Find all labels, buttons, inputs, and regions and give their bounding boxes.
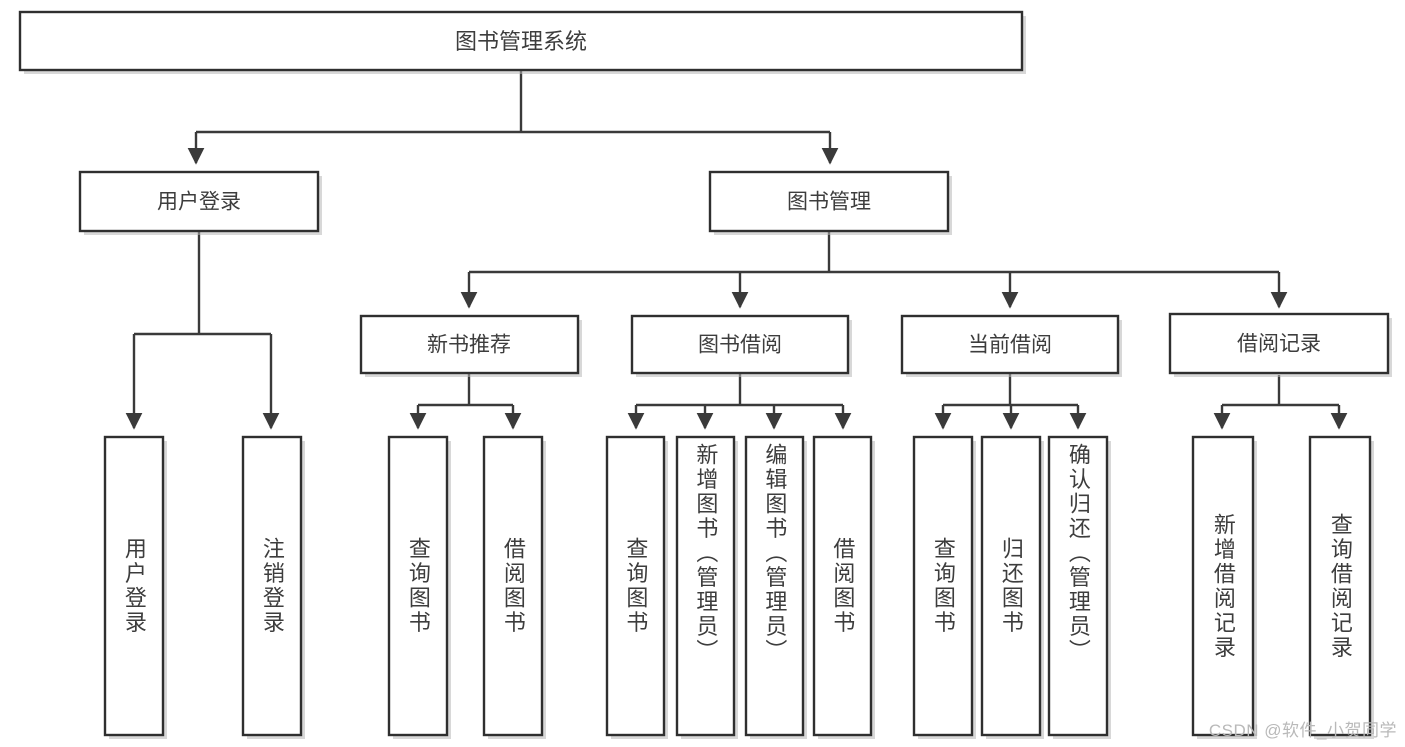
- node-user-login-label: 用户登录: [157, 191, 241, 214]
- node-current-borrow-label: 当前借阅: [968, 334, 1052, 357]
- leaf-current-borrow-3[interactable]: [1047, 435, 1111, 739]
- node-book-borrow-label: 图书借阅: [698, 334, 782, 357]
- node-book-borrow[interactable]: 图书借阅: [630, 314, 852, 377]
- node-borrow-record-label: 借阅记录: [1237, 333, 1321, 356]
- node-root-label: 图书管理系统: [455, 29, 587, 54]
- node-current-borrow[interactable]: 当前借阅: [900, 314, 1122, 377]
- leaf-new-book-2[interactable]: [482, 435, 546, 739]
- edges-layer: [125, 70, 1348, 430]
- leaf-book-borrow-3[interactable]: [744, 435, 807, 739]
- leaf-book-borrow-4[interactable]: [812, 435, 875, 739]
- node-book-management-label: 图书管理: [787, 191, 871, 214]
- leaf-book-borrow-2[interactable]: [675, 435, 738, 739]
- node-borrow-record[interactable]: 借阅记录: [1168, 312, 1392, 377]
- leaf-new-book-1[interactable]: [387, 435, 451, 739]
- node-new-book-recommend-label: 新书推荐: [427, 334, 511, 357]
- node-book-management[interactable]: 图书管理: [708, 170, 952, 235]
- leaf-current-borrow-2[interactable]: [980, 435, 1044, 739]
- leaf-borrow-record-1[interactable]: [1191, 435, 1257, 739]
- node-user-login[interactable]: 用户登录: [78, 170, 322, 235]
- leaf-borrow-record-2[interactable]: [1308, 435, 1374, 739]
- node-new-book-recommend[interactable]: 新书推荐: [359, 314, 582, 377]
- nodes-layer: 图书管理系统 用户登录 图书管理 新书推荐: [18, 10, 1392, 739]
- node-root-system[interactable]: 图书管理系统: [18, 10, 1026, 74]
- leaf-user-login-1[interactable]: [103, 435, 167, 739]
- leaf-current-borrow-1[interactable]: [912, 435, 976, 739]
- leaf-user-login-2[interactable]: [241, 435, 305, 739]
- csdn-watermark: CSDN @软件_小贺同学: [1208, 721, 1397, 740]
- leaf-book-borrow-1[interactable]: [605, 435, 668, 739]
